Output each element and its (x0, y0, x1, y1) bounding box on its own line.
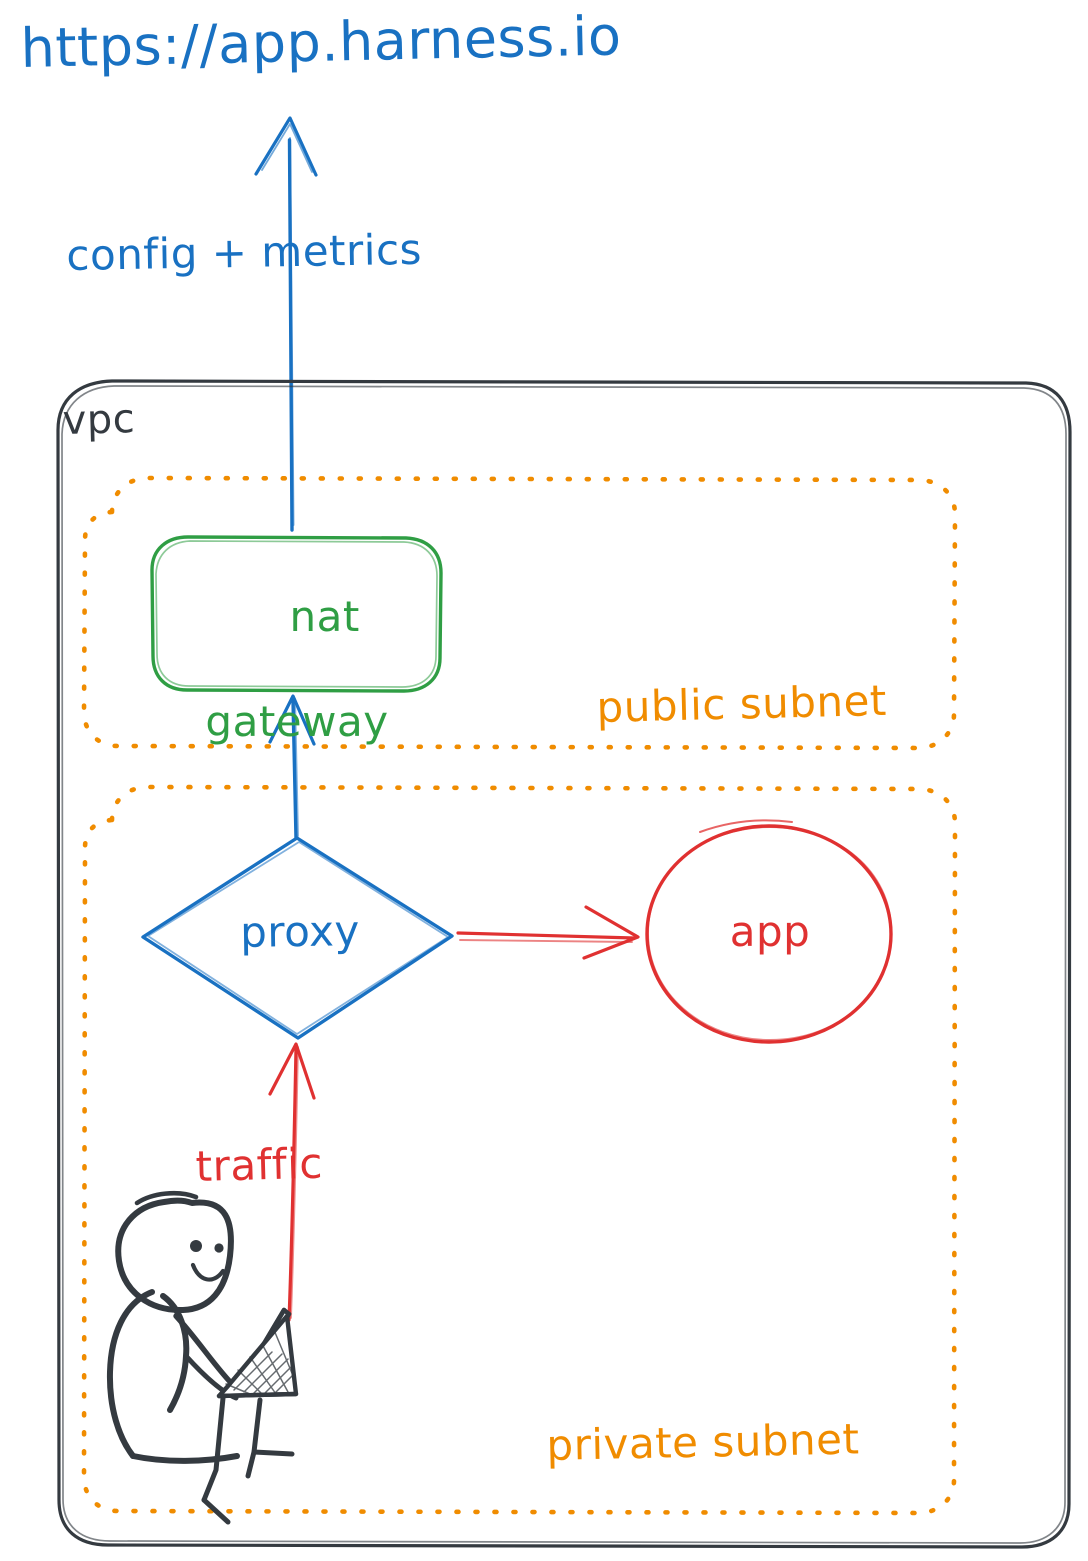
proxy-label: proxy (239, 906, 361, 957)
app-label: app (729, 907, 811, 956)
private-subnet-label: private subnet (545, 1414, 860, 1470)
nat-gateway-label: nat gateway (150, 545, 444, 843)
public-subnet-boundary (81, 475, 958, 751)
edge-proxy-to-natgw (268, 694, 316, 840)
node-app[interactable] (645, 819, 893, 1044)
edge-label-config-metrics: config + metrics (65, 224, 423, 280)
vpc-label: vpc (62, 396, 136, 444)
edge-user-to-proxy (268, 1042, 316, 1322)
person-with-laptop-illustration (106, 1190, 299, 1525)
vpc-boundary (56, 379, 1072, 1549)
edge-label-traffic: traffic (194, 1138, 324, 1191)
node-proxy[interactable] (141, 836, 454, 1040)
external-url-label[interactable]: https://app.harness.io (19, 4, 623, 80)
nat-gateway-label-line1: nat (289, 592, 360, 642)
public-subnet-label: public subnet (595, 675, 888, 732)
edge-natgw-to-url (254, 116, 318, 532)
node-nat-gateway[interactable] (150, 535, 443, 693)
nat-gateway-label-line2: gateway (205, 696, 389, 746)
edge-proxy-to-app (456, 905, 640, 960)
